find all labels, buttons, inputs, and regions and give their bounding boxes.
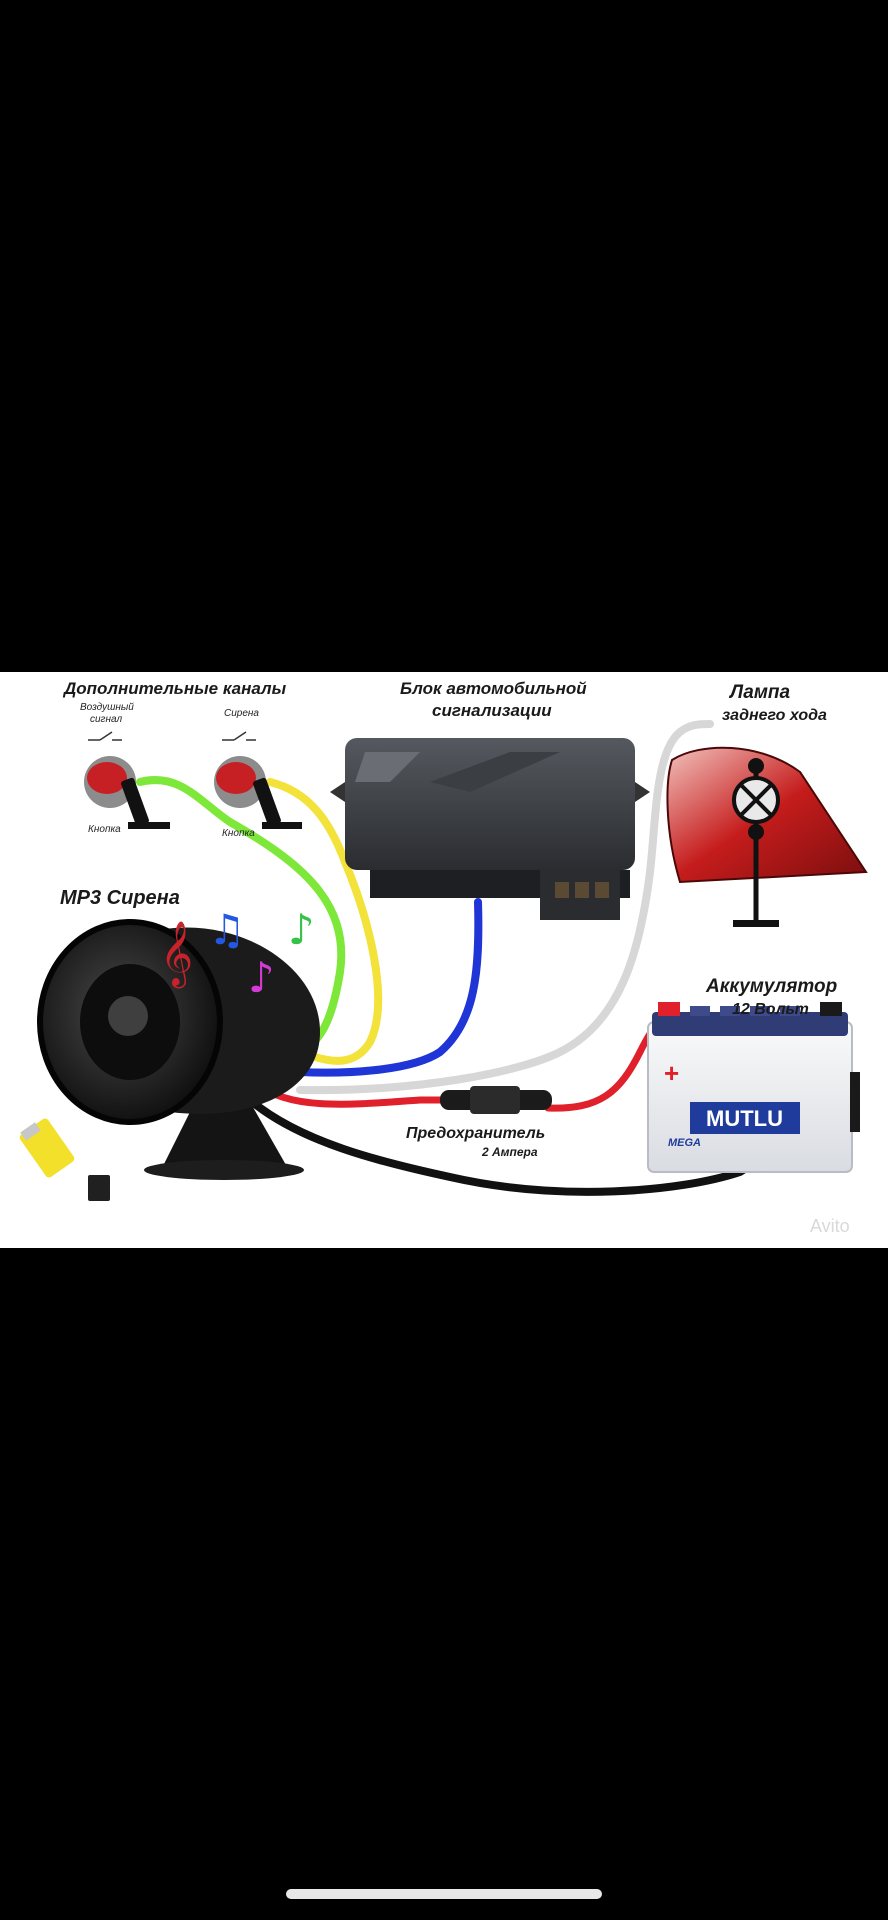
music-notes-icon: 𝄞 ♫ ♪ ♪	[160, 905, 315, 1002]
blue-wire	[296, 898, 483, 1077]
svg-text:+: +	[664, 1058, 679, 1088]
battery-sub: MEGA	[668, 1137, 701, 1149]
yellow-wire	[266, 778, 383, 1065]
label-control-unit-2: сигнализации	[432, 701, 552, 720]
watermark: Avito	[810, 1216, 850, 1236]
label-air-signal-2: сигнал	[90, 714, 122, 725]
button-right-icon	[214, 731, 302, 829]
svg-text:♪: ♪	[288, 905, 315, 954]
label-air-signal-1: Воздушный	[80, 702, 134, 713]
button-left-icon	[84, 731, 170, 829]
control-unit-icon	[330, 738, 650, 920]
label-mp3-siren: МР3 Сирена	[60, 887, 180, 909]
card-reader-icon	[19, 1118, 110, 1201]
siren-icon	[37, 919, 320, 1180]
home-indicator-bar[interactable]	[286, 1889, 602, 1899]
label-lamp-2: заднего хода	[722, 707, 827, 724]
label-button-left: Кнопка	[88, 824, 121, 835]
label-battery-2: 12 Вольт	[732, 1001, 809, 1018]
battery-icon: +	[647, 1002, 860, 1173]
grey-wire	[296, 720, 714, 1095]
label-fuse-1: Предохранитель	[406, 1125, 545, 1142]
svg-text:♫: ♫	[208, 905, 246, 954]
diagram-canvas: 𝄞 ♫ ♪ ♪ + Дополнительные каналы Воздушны…	[19, 679, 868, 1236]
svg-text:𝄞: 𝄞	[160, 921, 193, 988]
label-extra-channels: Дополнительные каналы	[62, 679, 287, 698]
label-siren-small: Сирена	[224, 708, 259, 719]
rear-lamp-icon	[666, 746, 868, 927]
label-button-right: Кнопка	[222, 828, 255, 839]
label-fuse-2: 2 Ампера	[481, 1145, 538, 1159]
label-lamp-1: Лампа	[728, 682, 791, 703]
label-control-unit-1: Блок автомобильной	[400, 679, 587, 698]
battery-brand: MUTLU	[706, 1106, 783, 1131]
svg-text:♪: ♪	[248, 953, 275, 1002]
green-wire	[136, 776, 346, 1056]
wiring-diagram: 𝄞 ♫ ♪ ♪ + Дополнительные каналы Воздушны…	[0, 672, 888, 1248]
fuse-icon	[440, 1086, 552, 1114]
label-battery-1: Аккумулятор	[705, 976, 837, 997]
